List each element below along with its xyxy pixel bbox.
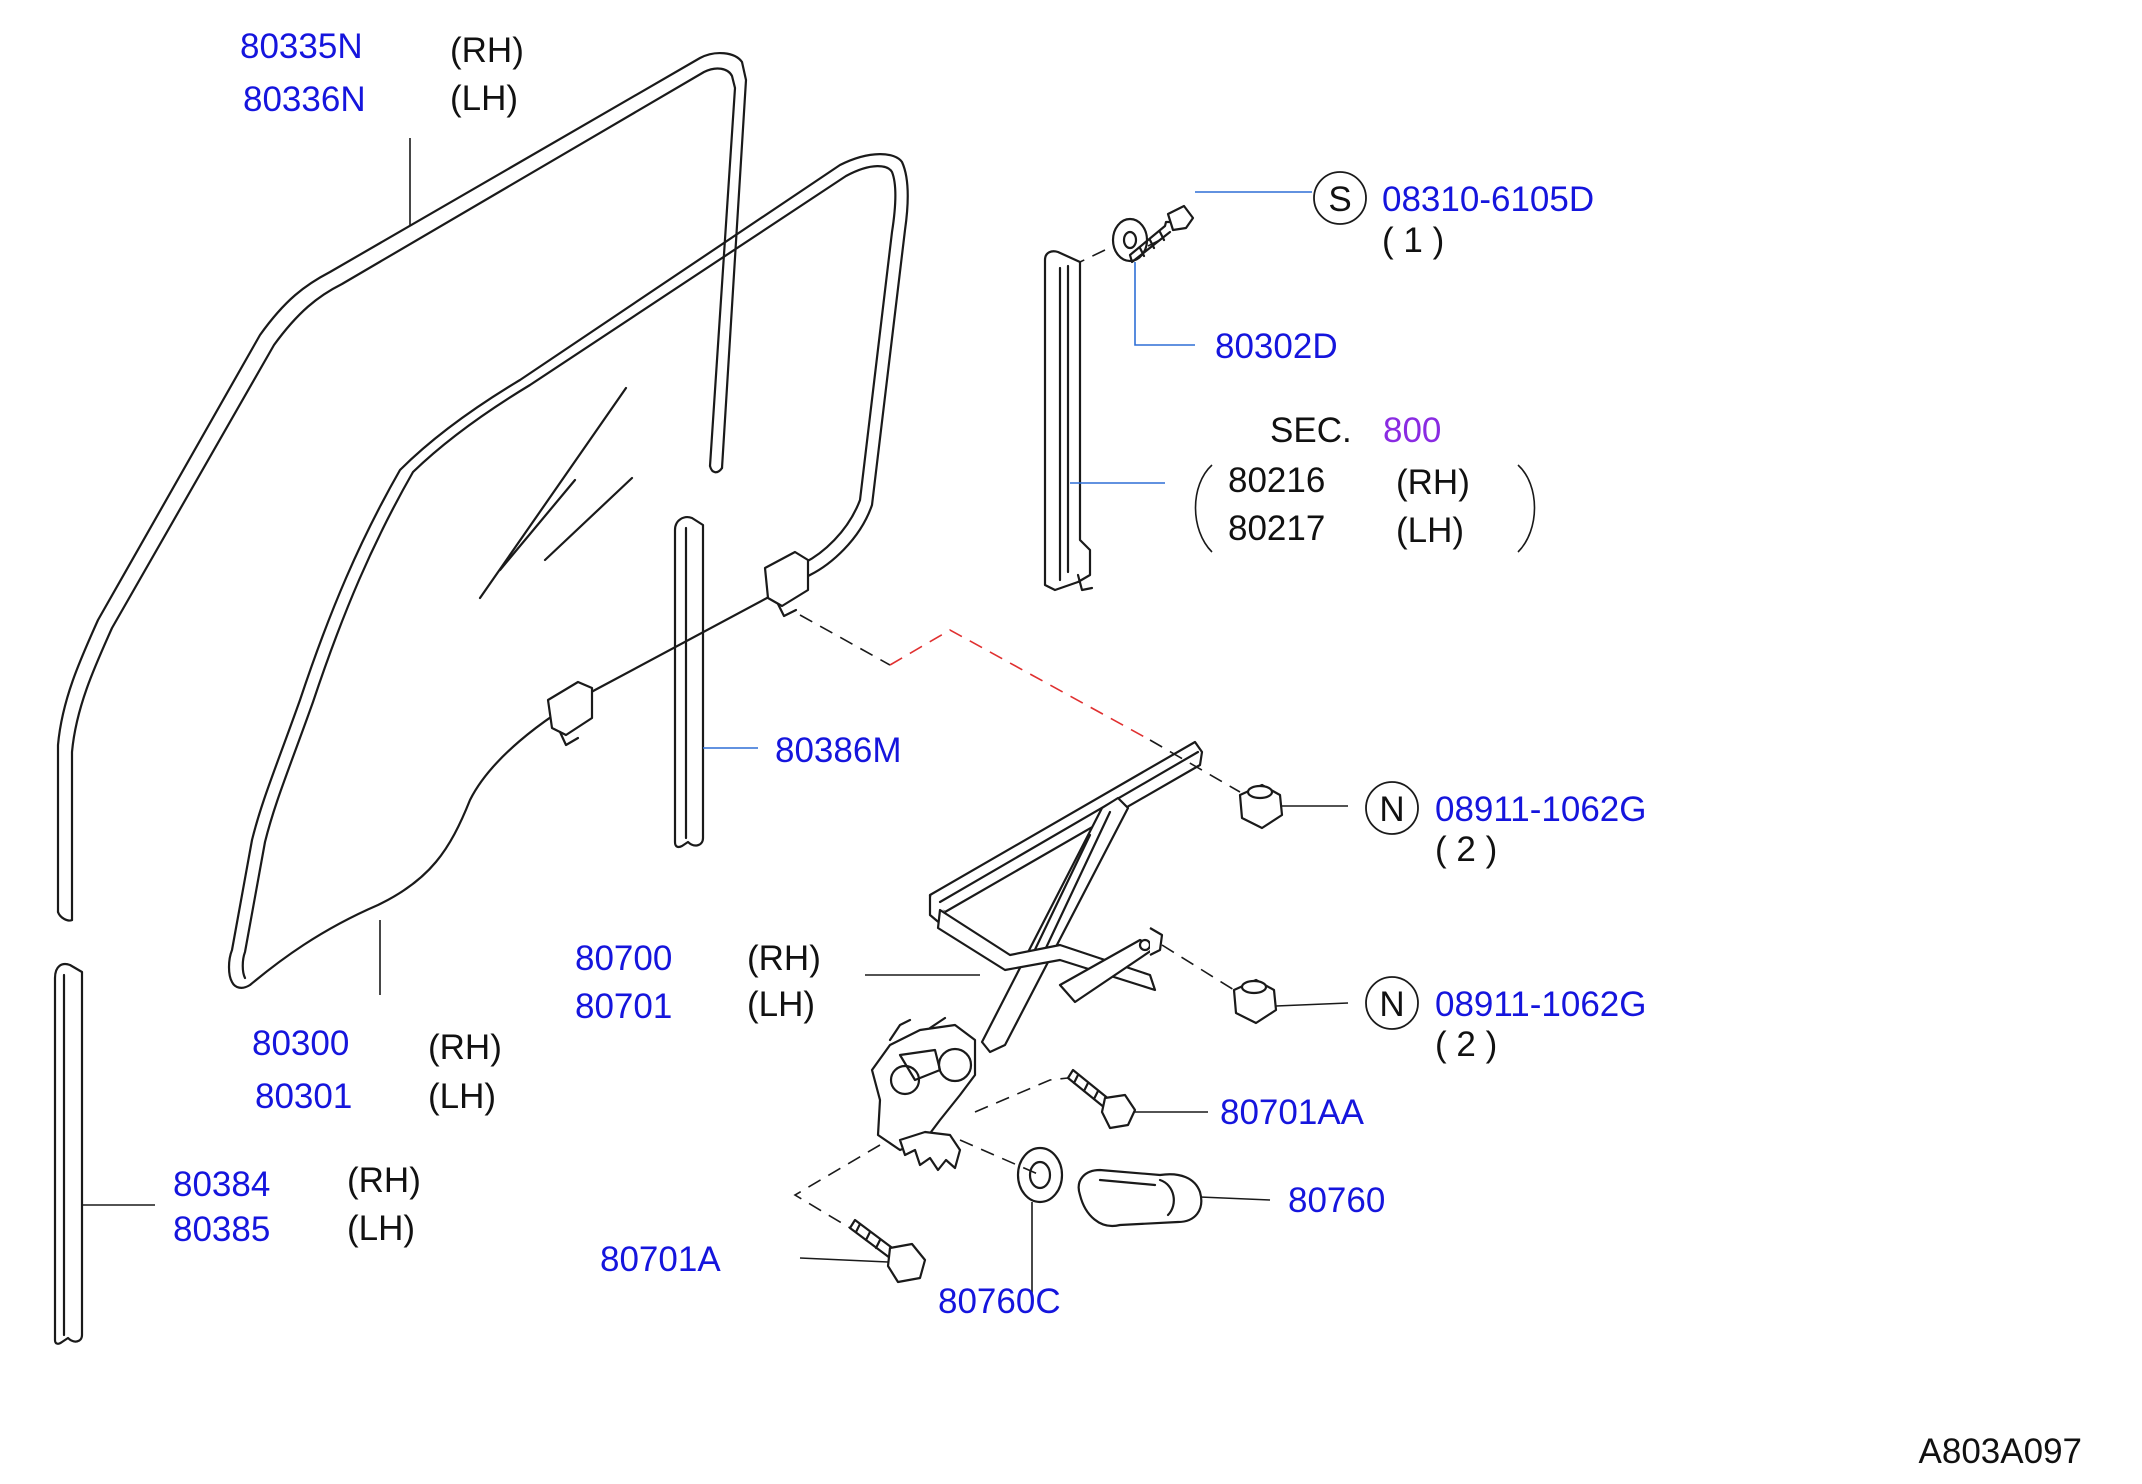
alignment-lines <box>793 239 1241 1229</box>
rear-sash-seal-lh-tag: (LH) <box>347 1209 415 1248</box>
leader-lines <box>82 138 1349 1300</box>
diagram-code: A803A097 <box>1919 1432 2082 1471</box>
outer-weatherstrip-lh-pn[interactable]: 80336N <box>243 80 366 119</box>
nut-upper-qty: ( 2 ) <box>1435 830 1497 869</box>
guide-channel-drawing <box>1043 250 1094 592</box>
nut-lower-marker-letter: N <box>1379 985 1404 1024</box>
window-regulator-drawing <box>870 740 1204 1172</box>
outer-weatherstrip-rh-tag: (RH) <box>450 31 524 70</box>
guide-channel-rh-pn: 80216 <box>1228 461 1325 500</box>
glass-lh-tag: (LH) <box>428 1077 496 1116</box>
bolt-aa-pn[interactable]: 80701AA <box>1220 1093 1365 1132</box>
bolt-aa-drawing <box>1066 1068 1137 1130</box>
nut-upper-marker-circle <box>1365 781 1419 835</box>
regulator-handle-drawing <box>1077 1168 1203 1228</box>
nut-lower-qty: ( 2 ) <box>1435 1025 1497 1064</box>
regulator-rh-pn[interactable]: 80700 <box>575 939 672 978</box>
bolt-a-pn[interactable]: 80701A <box>600 1240 721 1279</box>
guide-channel-lh-tag: (LH) <box>1396 511 1464 550</box>
door-glass-drawing <box>227 153 909 989</box>
nut-upper-pn[interactable]: 08911-1062G <box>1435 790 1646 829</box>
regulator-lh-pn[interactable]: 80701 <box>575 987 672 1026</box>
outer-weatherstrip-drawing <box>56 52 748 922</box>
guide-channel-sec-no[interactable]: 800 <box>1383 411 1441 450</box>
glass-rh-tag: (RH) <box>428 1028 502 1067</box>
handle-washer-drawing <box>1016 1146 1064 1204</box>
rear-sash-seal-rh-tag: (RH) <box>347 1161 421 1200</box>
guide-channel-sec-prefix: SEC. <box>1270 411 1352 450</box>
nut-upper-drawing <box>1238 783 1284 830</box>
glass-run-strip-pn[interactable]: 80386M <box>775 731 901 770</box>
guide-channel-bracket-left <box>1194 464 1213 553</box>
regulator-lh-tag: (LH) <box>747 985 815 1024</box>
nut-upper-marker-letter: N <box>1379 790 1404 829</box>
handle-pn[interactable]: 80760 <box>1288 1181 1385 1220</box>
washer-pn[interactable]: 80302D <box>1215 327 1338 366</box>
guide-channel-lh-pn: 80217 <box>1228 509 1325 548</box>
screw-pn[interactable]: 08310-6105D <box>1382 180 1594 219</box>
guide-channel-rh-tag: (RH) <box>1396 463 1470 502</box>
rear-sash-seal-rh-pn[interactable]: 80384 <box>173 1165 270 1204</box>
glass-rh-pn[interactable]: 80300 <box>252 1024 349 1063</box>
glass-run-strip-drawing <box>673 516 705 849</box>
outer-weatherstrip-rh-pn[interactable]: 80335N <box>240 27 363 66</box>
bolt-a-drawing <box>848 1218 927 1284</box>
screw-marker-letter: S <box>1328 180 1351 219</box>
guide-channel-bracket-right <box>1517 464 1536 553</box>
nut-lower-drawing <box>1232 978 1278 1025</box>
glass-lh-pn[interactable]: 80301 <box>255 1077 352 1116</box>
screw-qty: ( 1 ) <box>1382 221 1444 260</box>
nut-lower-marker-circle <box>1365 976 1419 1030</box>
screw-marker-circle <box>1313 171 1367 225</box>
nut-lower-pn[interactable]: 08911-1062G <box>1435 985 1646 1024</box>
handle-washer-pn[interactable]: 80760C <box>938 1282 1061 1321</box>
regulator-rh-tag: (RH) <box>747 939 821 978</box>
rear-sash-seal-lh-pn[interactable]: 80385 <box>173 1210 270 1249</box>
outer-weatherstrip-lh-tag: (LH) <box>450 79 518 118</box>
rear-sash-seal-drawing <box>53 962 84 1345</box>
